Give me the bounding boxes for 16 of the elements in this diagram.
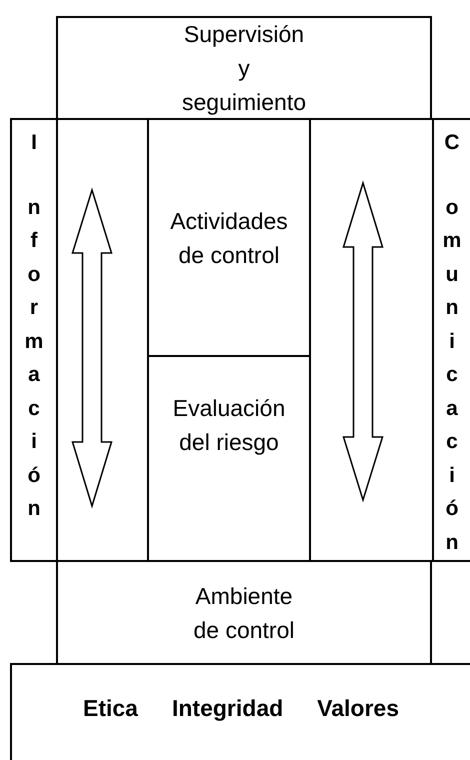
diagram-cell	[147, 355, 311, 562]
cell-label: Evaluación del riesgo	[172, 394, 286, 457]
diagram-cell	[147, 118, 311, 357]
diagram-cell	[10, 663, 470, 760]
cell-label: Supervisión y seguimiento	[182, 20, 306, 117]
diagram-cell	[56, 16, 432, 120]
cell-label: Etica	[83, 694, 138, 722]
cell-label: Integridad	[172, 694, 284, 723]
cell-label: Valores	[317, 694, 399, 722]
vertical-label: Información	[24, 130, 44, 522]
diagram-cell	[432, 118, 470, 562]
vertical-label: Comunicación	[442, 130, 462, 556]
diagram-cell	[10, 118, 58, 562]
cell-label: Actividades de control	[169, 206, 289, 270]
diagram-cell	[56, 560, 432, 665]
cell-label: Ambiente de control	[192, 582, 296, 644]
